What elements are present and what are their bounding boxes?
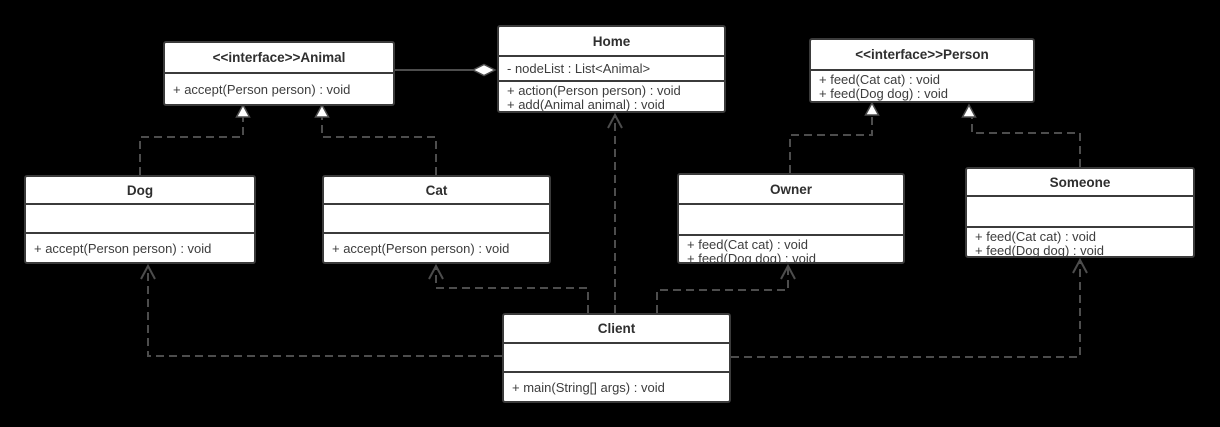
class-box-someone[interactable]: Someone + feed(Cat cat) : void + feed(Do… xyxy=(965,167,1195,258)
class-method: + feed(Cat cat) : void xyxy=(975,229,1097,244)
open-arrowhead xyxy=(1072,257,1088,274)
class-attributes-empty xyxy=(967,195,1193,226)
class-title: Someone xyxy=(1049,174,1111,190)
class-box-person[interactable]: <<interface>>Person + feed(Cat cat) : vo… xyxy=(809,38,1035,103)
class-attributes-empty xyxy=(26,203,254,232)
class-box-client[interactable]: Client + main(String[] args) : void xyxy=(502,313,731,403)
class-method: + accept(Person person) : void xyxy=(34,240,212,256)
open-arrowhead xyxy=(607,112,623,129)
class-box-cat[interactable]: Cat + accept(Person person) : void xyxy=(322,175,551,264)
class-method: + feed(Dog dog) : void xyxy=(687,251,816,263)
hollow-triangle-arrowhead xyxy=(864,101,880,116)
hollow-triangle-arrowhead xyxy=(961,103,977,118)
class-box-animal[interactable]: <<interface>>Animal + accept(Person pers… xyxy=(163,41,395,106)
class-attributes-empty xyxy=(324,203,549,232)
class-method: + add(Animal animal) : void xyxy=(507,97,665,112)
class-title: Dog xyxy=(126,182,154,198)
class-box-owner[interactable]: Owner + feed(Cat cat) : void + feed(Dog … xyxy=(677,173,905,264)
dependency-edge-client-to-cat[interactable] xyxy=(428,263,589,313)
class-method: + feed(Dog dog) : void xyxy=(819,86,948,101)
class-attribute: - nodeList : List<Animal> xyxy=(507,61,651,76)
class-method: + feed(Dog dog) : void xyxy=(975,243,1104,257)
class-box-home[interactable]: Home - nodeList : List<Animal> + action(… xyxy=(497,25,726,113)
class-method: + accept(Person person) : void xyxy=(332,240,510,256)
dependency-edge-client-to-home[interactable] xyxy=(607,112,623,313)
hollow-triangle-arrowhead xyxy=(314,103,330,118)
dependency-edge-client-to-owner[interactable] xyxy=(656,263,796,313)
realization-edge-owner-to-person[interactable] xyxy=(789,101,880,173)
class-method: + accept(Person person) : void xyxy=(173,81,351,97)
class-title: Owner xyxy=(769,181,812,197)
realization-edge-dog-to-animal[interactable] xyxy=(139,103,251,175)
dependency-edge-client-to-dog[interactable] xyxy=(140,263,502,357)
realization-edge-cat-to-animal[interactable] xyxy=(314,103,437,175)
class-title: Home xyxy=(592,33,631,49)
class-attributes-empty xyxy=(679,203,903,234)
open-arrowhead xyxy=(780,263,796,280)
dependency-edge-client-to-someone[interactable] xyxy=(731,257,1088,358)
class-method: + feed(Cat cat) : void xyxy=(819,72,941,87)
class-title: <<interface>>Person xyxy=(855,47,989,62)
class-box-dog[interactable]: Dog + accept(Person person) : void xyxy=(24,175,256,264)
class-method: + main(String[] args) : void xyxy=(512,379,665,395)
class-title: <<interface>>Animal xyxy=(212,50,346,65)
open-arrowhead xyxy=(140,263,156,280)
class-method: + action(Person person) : void xyxy=(507,83,681,98)
hollow-triangle-arrowhead xyxy=(235,103,251,118)
class-title: Cat xyxy=(425,182,448,198)
aggregation-diamond xyxy=(471,63,497,77)
aggregation-edge-home-to-animal[interactable] xyxy=(395,63,497,77)
open-arrowhead xyxy=(428,263,444,280)
class-title: Client xyxy=(597,321,636,336)
class-method: + feed(Cat cat) : void xyxy=(687,237,809,252)
realization-edge-someone-to-person[interactable] xyxy=(961,103,1081,167)
class-attributes-empty xyxy=(504,342,729,371)
